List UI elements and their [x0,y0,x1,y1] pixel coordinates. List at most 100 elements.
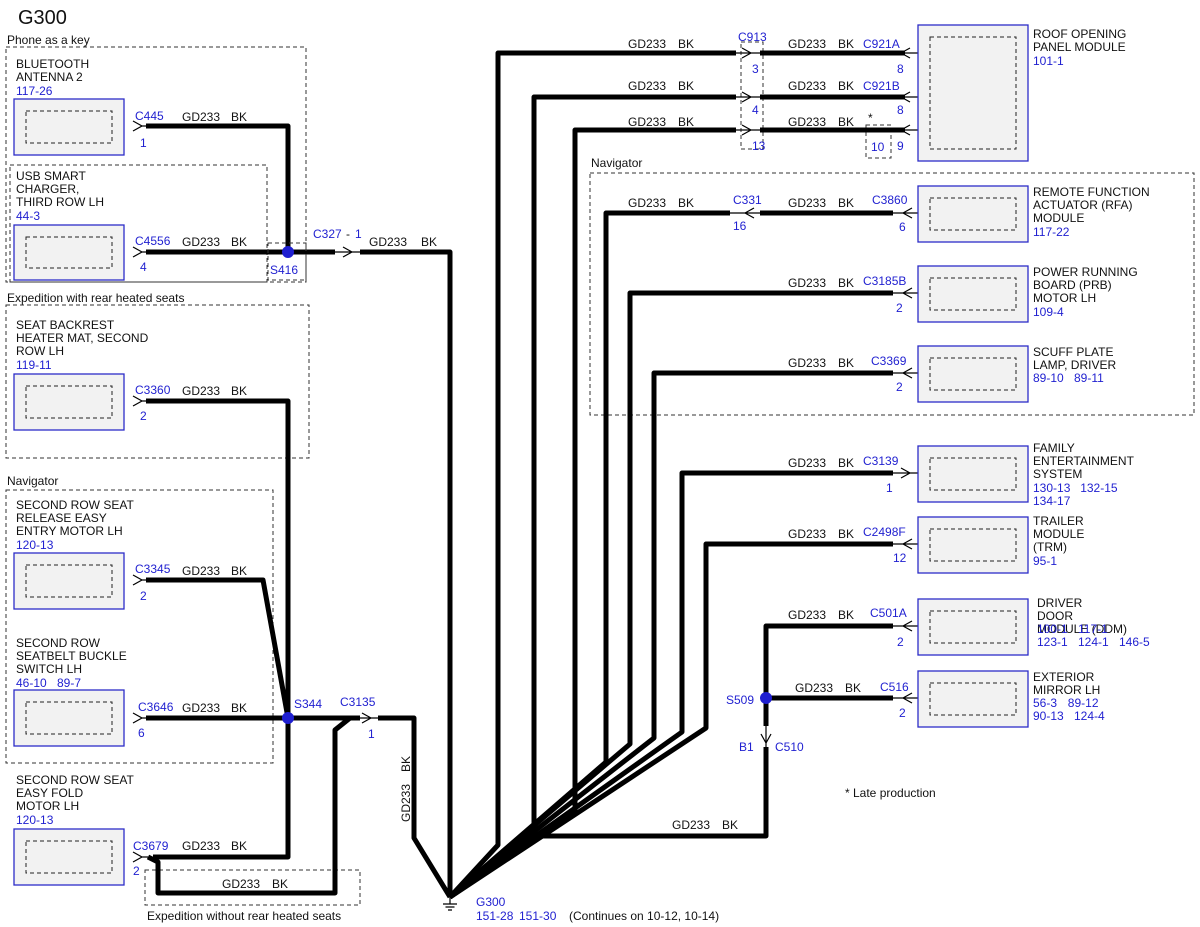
module-box [917,345,1029,403]
module-ref: 146-5 [1119,635,1150,649]
circuit-label: GD233 [182,701,220,715]
late-production-note: * Late production [845,786,936,800]
connector-arrow [132,851,148,863]
ground-icon [443,897,457,911]
color-label: BK [231,701,247,715]
module-inner-outline [929,457,1017,491]
c3135-pin: 1 [368,727,375,741]
module-inner-outline [25,840,113,874]
circuit-label: GD233 [788,79,826,93]
module-box [13,828,125,886]
circuit-label: GD233 [182,564,220,578]
wire-c327-ground [360,249,453,897]
module-label-line: ROOF OPENING [1033,27,1126,41]
module-connector-pin: 6 [138,726,145,740]
wire-c2498f [448,541,893,900]
connector-arrow [893,692,918,704]
module-connector-label: C445 [135,109,164,123]
module-ref: 90-13 [1033,709,1064,723]
module-ref: 101-1 [1033,54,1064,68]
group-navigator-right [589,172,1195,416]
module-ref: 120-13 [16,538,54,552]
wire-c510-ground [448,747,769,899]
color-label-vertical: BK [399,756,413,772]
color-label: BK [838,456,854,470]
module-box [917,265,1029,323]
late-production-mark: * [868,111,873,125]
module-label-line: SECOND ROW SEAT [16,498,134,512]
color-label: BK [838,276,854,290]
module-connector-pin: 2 [899,706,906,720]
circuit-label: GD233 [369,235,407,249]
color-label: BK [678,115,694,129]
wire-c913-pin13 [448,127,736,900]
module-label-line: DRIVER [1037,596,1083,610]
module-connector-pin: 1 [140,136,147,150]
module-inner-outline [929,277,1017,311]
module-box [13,552,125,610]
module-box [13,98,125,156]
circuit-label: GD233 [788,527,826,541]
connector-arrow [736,91,760,103]
module-label-line: MODULE (DDM) [1037,622,1127,636]
wires [146,50,905,900]
color-label: BK [845,681,861,695]
splice-s509-label: S509 [726,693,754,707]
connector-arrow [893,287,918,299]
circuit-label: GD233 [788,456,826,470]
module-ref: 120-13 [16,813,54,827]
module-ref: 123-1 [1037,635,1068,649]
module-box [917,24,1029,162]
splice-s416 [282,246,294,258]
wire-c3679 [153,718,291,860]
connector-arrow [760,726,772,747]
circuit-label-vertical: GD233 [399,784,413,822]
splice-s344 [282,712,294,724]
connector-arrow [893,620,918,632]
module-ref: 124-4 [1074,709,1105,723]
connector-arrow [132,120,146,132]
module-box [917,445,1029,503]
module-ref: 117-22 [1033,225,1070,239]
connector-arrow [132,246,146,258]
module-ref: 130-13 [1033,481,1071,495]
connector-arrow [893,538,918,550]
wire-c501a [763,623,893,726]
ground-g300: G300 151-28 151-30 (Continues on 10-12, … [443,895,719,923]
module-inner-outline [929,610,1017,644]
wire-c3679-alt [146,716,352,896]
color-label: BK [231,564,247,578]
circuit-label: GD233 [182,384,220,398]
module-ref: 109-4 [1033,305,1064,319]
module-label-line: CHARGER, [16,182,79,196]
module-label-line: POWER RUNNING [1033,265,1138,279]
module-ref: 89-11 [1074,371,1104,385]
module-label-line: LAMP, DRIVER [1033,358,1116,372]
c913-pin: 4 [752,103,759,117]
module-label-line: SCUFF PLATE [1033,345,1113,359]
module-label-line: SWITCH LH [16,662,82,676]
module-connector-label: C2498F [863,525,906,539]
group-navigator-left [5,489,274,764]
group-label-phone-key: Phone as a key [7,33,90,47]
module-connector-pin: 2 [133,864,140,878]
module-inner-outline [929,197,1017,231]
c921b-pin: 8 [897,103,904,117]
connector-arrow [360,712,378,724]
module-inner-outline [25,701,113,735]
module-connector-pin: 2 [140,589,147,603]
module-connector-pin: 12 [893,551,907,565]
circuit-label: GD233 [788,276,826,290]
c327-label: C327 [313,227,342,241]
module-label-line: FAMILY [1033,441,1075,455]
connector-arrow [899,124,918,136]
group-expedition-no-heated [144,869,361,906]
module-connector-label: C3646 [138,700,174,714]
c3135-label: C3135 [340,695,376,709]
color-label: BK [231,235,247,249]
group-label-exp-heated: Expedition with rear heated seats [7,291,184,305]
